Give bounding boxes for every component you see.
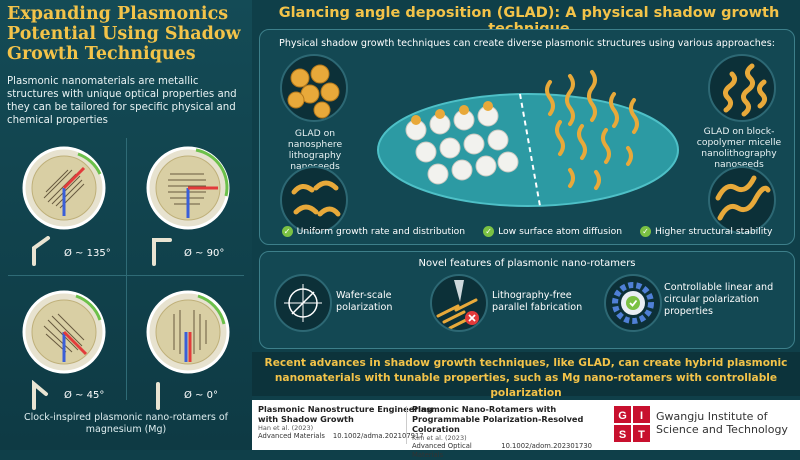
advantage-label: Low surface atom diffusion bbox=[498, 226, 623, 237]
block-copolymer-label: GLAD on block-copolymer micelle nanolith… bbox=[696, 126, 782, 170]
journal-name: Advanced Optical Materials bbox=[412, 442, 472, 459]
angle-label-135: Ø ~ 135° bbox=[64, 248, 111, 259]
doi-link[interactable]: 10.1002/adma.202107917 bbox=[332, 432, 424, 440]
advantages-list: ✓ Uniform growth rate and distribution ✓… bbox=[260, 226, 794, 237]
left-panel: Expanding Plasmonics Potential Using Sha… bbox=[0, 0, 252, 450]
advantage-item: ✓ Low surface atom diffusion bbox=[483, 226, 622, 237]
feature-label-controllable: Controllable linear and circular polariz… bbox=[664, 282, 774, 317]
lithography-free-icon bbox=[430, 274, 488, 332]
clock-diagram-135 bbox=[22, 146, 106, 230]
controllable-polarization-icon bbox=[604, 274, 662, 332]
advantage-item: ✓ Higher structural stability bbox=[640, 226, 772, 237]
check-icon: ✓ bbox=[483, 226, 495, 237]
reference-title: Plasmonic Nanostructure Engineering with… bbox=[258, 404, 433, 424]
left-description: Plasmonic nanomaterials are metallic str… bbox=[7, 76, 237, 126]
glad-substrate-illustration bbox=[377, 70, 679, 207]
features-title: Novel features of plasmonic nano-rotamer… bbox=[418, 258, 636, 269]
advantage-item: ✓ Uniform growth rate and distribution bbox=[281, 226, 466, 237]
clock-diagram-0 bbox=[146, 290, 230, 374]
summary-text: Recent advances in shadow growth techniq… bbox=[264, 357, 788, 399]
left-caption: Clock-inspired plasmonic nano-rotamers o… bbox=[24, 412, 228, 435]
journal-name: Advanced Materials bbox=[258, 432, 325, 440]
grid-divider-vertical bbox=[126, 138, 127, 400]
institute-name: Gwangju Institute of Science and Technol… bbox=[656, 410, 788, 436]
angle-label-45: Ø ~ 45° bbox=[64, 390, 105, 401]
check-icon: ✓ bbox=[281, 226, 293, 237]
glad-box: Physical shadow growth techniques can cr… bbox=[259, 29, 795, 245]
glad-intro: Physical shadow growth techniques can cr… bbox=[279, 38, 775, 49]
doi-link[interactable]: 10.1002/adom.202301730 bbox=[501, 442, 592, 450]
svg-text:G: G bbox=[618, 410, 627, 422]
main-panel: Glancing angle deposition (GLAD): A phys… bbox=[252, 0, 800, 400]
check-icon: ✓ bbox=[640, 226, 652, 237]
features-box: Novel features of plasmonic nano-rotamer… bbox=[259, 251, 795, 349]
spiral-structures-image bbox=[708, 166, 776, 234]
svg-text:T: T bbox=[638, 429, 645, 441]
references-footer: Plasmonic Nanostructure Engineering with… bbox=[252, 400, 800, 459]
wafer-polarization-icon bbox=[274, 274, 332, 332]
svg-text:S: S bbox=[619, 429, 626, 441]
clock-diagram-90 bbox=[146, 146, 230, 230]
gist-logo: G I S T bbox=[614, 406, 650, 442]
angle-label-90: Ø ~ 90° bbox=[184, 248, 225, 259]
left-title: Expanding Plasmonics Potential Using Sha… bbox=[7, 4, 241, 64]
angle-label-0: Ø ~ 0° bbox=[184, 390, 218, 401]
crescent-structures-image bbox=[280, 166, 348, 234]
rotamer-shape-0 bbox=[156, 382, 160, 410]
reference-journal: Advanced Optical Materials 10.1002/adom.… bbox=[412, 442, 592, 460]
reference-title: Plasmonic Nano-Rotamers with Programmabl… bbox=[412, 404, 584, 434]
rotamer-shape-135 bbox=[32, 236, 50, 266]
feature-label-lithography: Lithography-free parallel fabrication bbox=[492, 290, 583, 313]
feature-label-wafer: Wafer-scale polarization bbox=[336, 290, 393, 313]
reference-journal: Advanced Materials 10.1002/adma.20210791… bbox=[258, 432, 438, 441]
summary-banner: Recent advances in shadow growth techniq… bbox=[252, 352, 800, 399]
helix-structures-image bbox=[708, 54, 776, 122]
reference-2: Plasmonic Nano-Rotamers with Programmabl… bbox=[412, 404, 592, 460]
clock-diagram-45 bbox=[22, 290, 106, 374]
advantage-label: Uniform growth rate and distribution bbox=[296, 226, 466, 237]
reference-authors: Han et al. (2023) bbox=[258, 424, 314, 432]
svg-text:I: I bbox=[640, 410, 643, 422]
reference-separator bbox=[406, 406, 407, 444]
rotamer-shape-90 bbox=[152, 238, 172, 266]
reference-1: Plasmonic Nanostructure Engineering with… bbox=[258, 404, 438, 441]
advantage-label: Higher structural stability bbox=[655, 226, 773, 237]
reference-authors: Kim et al. (2023) bbox=[412, 434, 467, 442]
nanosphere-seeds-image bbox=[280, 54, 348, 122]
rotamer-shape-45 bbox=[32, 380, 48, 410]
grid-divider-horizontal bbox=[8, 275, 244, 276]
